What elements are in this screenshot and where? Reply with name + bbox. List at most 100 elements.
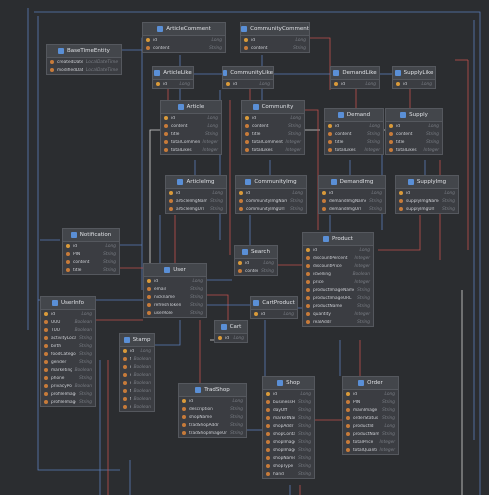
entity-search[interactable]: SearchidLongcontentString bbox=[234, 245, 278, 276]
entity-field[interactable]: shopContactString bbox=[263, 430, 314, 438]
entity-field[interactable]: businessHoursString bbox=[263, 398, 314, 406]
entity-field[interactable]: foodCategoryString bbox=[41, 350, 95, 358]
entity-field[interactable]: shopImageURLString bbox=[263, 446, 314, 454]
entity-field[interactable]: modifiedDateLocalDateTime bbox=[47, 66, 121, 74]
entity-field[interactable]: thuBoolean bbox=[120, 387, 154, 395]
entity-shop[interactable]: ShopidLongbusinessHoursStringdayOffStrin… bbox=[262, 376, 315, 479]
entity-field[interactable]: wedBoolean bbox=[120, 403, 154, 411]
entity-field[interactable]: totalQuantityInteger bbox=[343, 446, 398, 454]
entity-stamp[interactable]: StampidLongfriBooleanmonBooleansatBoolea… bbox=[119, 333, 155, 412]
entity-field[interactable]: activityLocationString bbox=[41, 334, 95, 342]
entity-field[interactable]: friBoolean bbox=[120, 355, 154, 363]
entity-field[interactable]: monBoolean bbox=[120, 363, 154, 371]
entity-field[interactable]: marketingPolicyBoolean bbox=[41, 366, 95, 374]
entity-field[interactable]: profileImageNameString bbox=[41, 390, 95, 398]
entity-field[interactable]: satBoolean bbox=[120, 371, 154, 379]
entity-field[interactable]: tueBoolean bbox=[120, 395, 154, 403]
